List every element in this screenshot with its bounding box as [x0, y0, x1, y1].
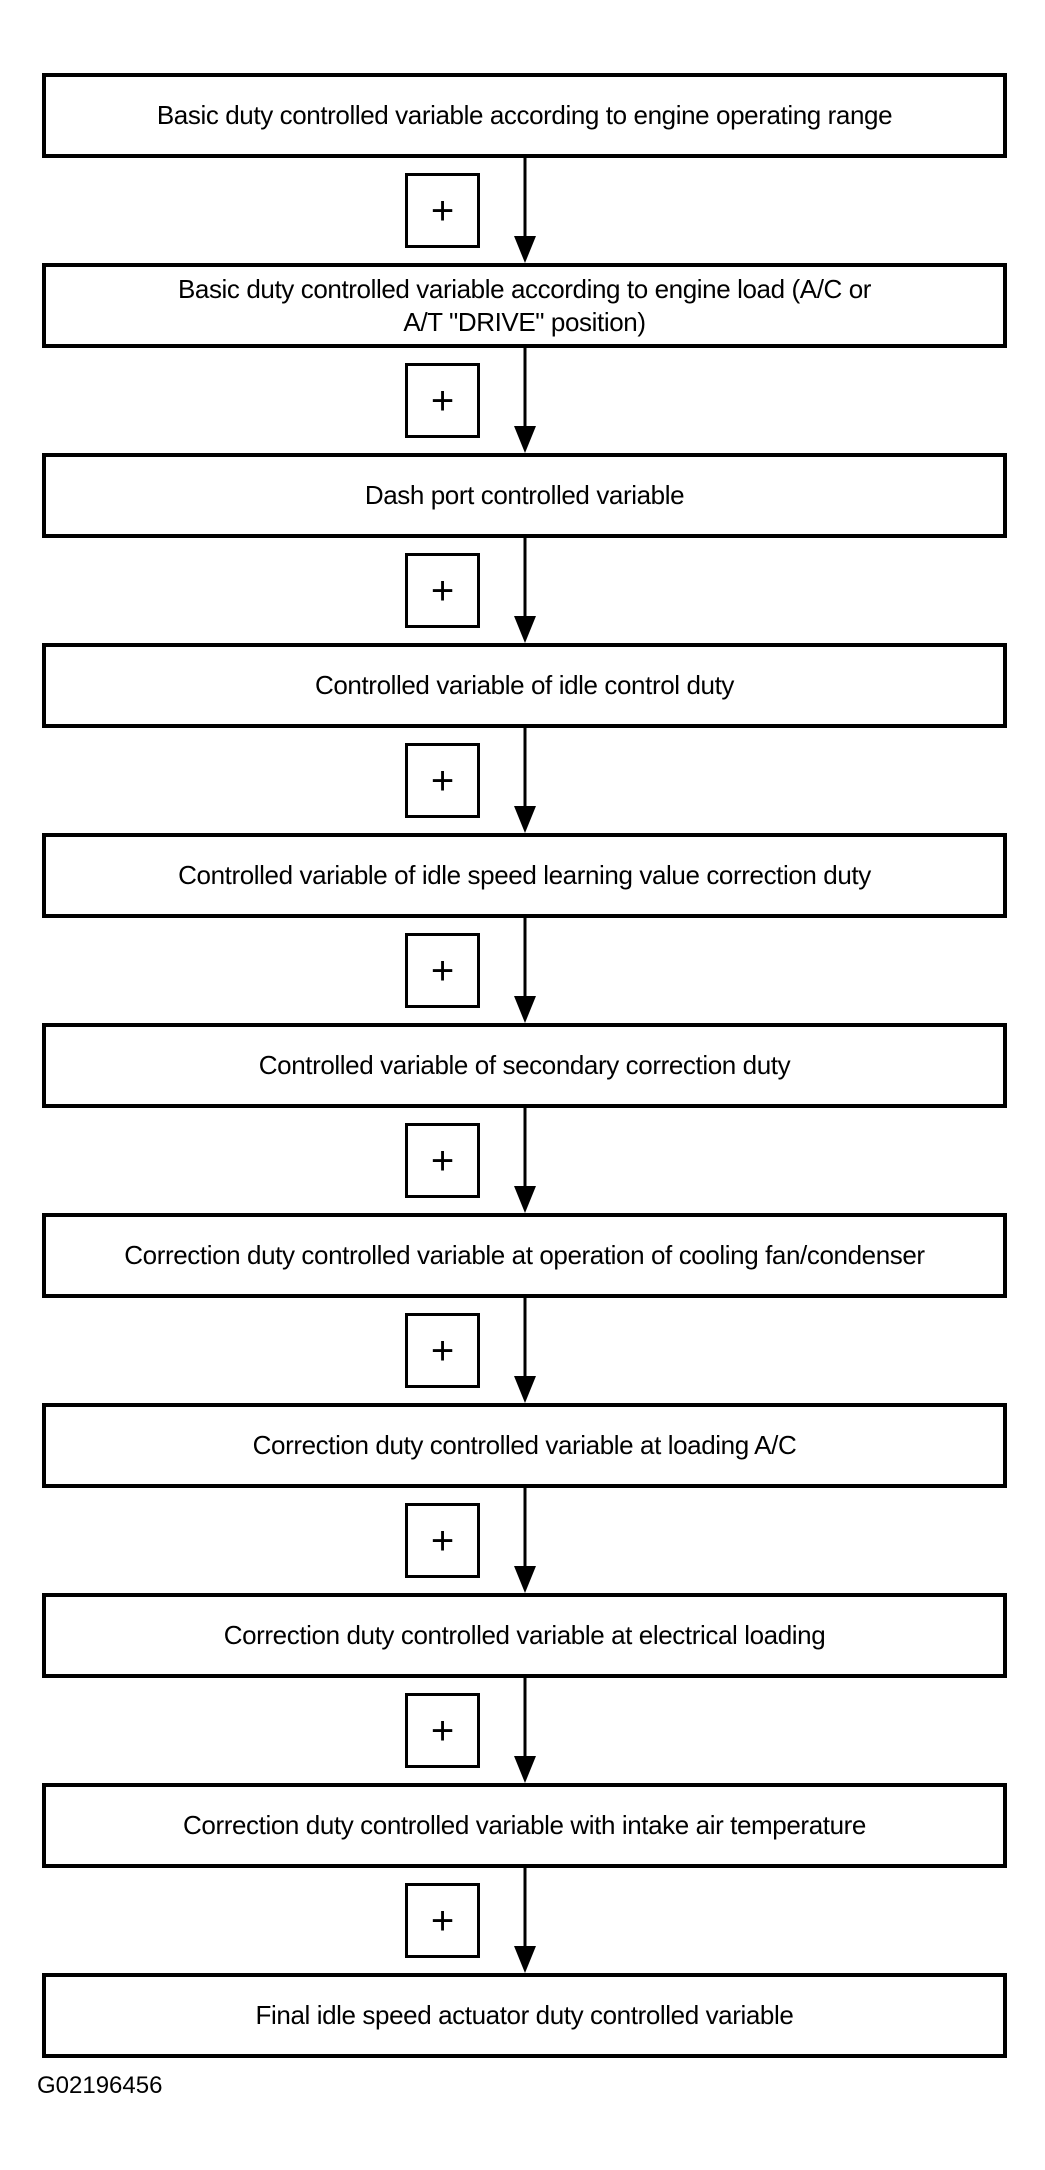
arrow-down-icon — [513, 1488, 537, 1593]
plus-box: + — [405, 1693, 480, 1768]
arrow-line — [523, 918, 526, 999]
connector: + — [42, 728, 1007, 833]
arrow-down-icon — [513, 728, 537, 833]
plus-box: + — [405, 1883, 480, 1958]
flow-step-box: Controlled variable of idle speed learni… — [42, 833, 1007, 918]
plus-box: + — [405, 1313, 480, 1388]
arrow-down-icon — [513, 348, 537, 453]
plus-icon: + — [430, 378, 455, 423]
flow-step-box: Correction duty controlled variable at e… — [42, 1593, 1007, 1678]
arrow-down-icon — [513, 918, 537, 1023]
arrow-line — [523, 1108, 526, 1189]
arrow-down-icon — [513, 1108, 537, 1213]
arrow-head — [513, 236, 536, 263]
plus-box: + — [405, 1503, 480, 1578]
arrow-down-icon — [513, 1868, 537, 1973]
plus-icon: + — [430, 1328, 455, 1373]
plus-icon: + — [430, 948, 455, 993]
arrow-down-icon — [513, 1678, 537, 1783]
arrow-head — [513, 1946, 536, 1973]
arrow-line — [523, 1298, 526, 1379]
arrow-head — [513, 1376, 536, 1403]
arrow-head — [513, 1566, 536, 1593]
arrow-line — [523, 1488, 526, 1569]
flow-step-box: Correction duty controlled variable with… — [42, 1783, 1007, 1868]
flow-step-box: Dash port controlled variable — [42, 453, 1007, 538]
arrow-line — [523, 1868, 526, 1949]
connector: + — [42, 1488, 1007, 1593]
arrow-head — [513, 1186, 536, 1213]
plus-icon: + — [430, 758, 455, 803]
arrow-line — [523, 348, 526, 429]
connector: + — [42, 918, 1007, 1023]
plus-box: + — [405, 1123, 480, 1198]
plus-icon: + — [430, 1898, 455, 1943]
plus-icon: + — [430, 568, 455, 613]
connector: + — [42, 1678, 1007, 1783]
plus-box: + — [405, 743, 480, 818]
plus-box: + — [405, 553, 480, 628]
arrow-head — [513, 1756, 536, 1783]
flow-step-box: Correction duty controlled variable at l… — [42, 1403, 1007, 1488]
arrow-down-icon — [513, 158, 537, 263]
flow-step-box: Correction duty controlled variable at o… — [42, 1213, 1007, 1298]
connector: + — [42, 158, 1007, 263]
flowchart: Basic duty controlled variable according… — [42, 73, 1007, 2058]
plus-icon: + — [430, 1518, 455, 1563]
arrow-line — [523, 538, 526, 619]
connector: + — [42, 538, 1007, 643]
connector: + — [42, 1298, 1007, 1403]
figure-id-label: G02196456 — [37, 2072, 163, 2099]
plus-icon: + — [430, 1708, 455, 1753]
arrow-head — [513, 996, 536, 1023]
arrow-line — [523, 1678, 526, 1759]
arrow-down-icon — [513, 1298, 537, 1403]
flow-step-box: Controlled variable of idle control duty — [42, 643, 1007, 728]
arrow-head — [513, 426, 536, 453]
plus-box: + — [405, 363, 480, 438]
arrow-head — [513, 616, 536, 643]
flow-step-box: Basic duty controlled variable according… — [42, 263, 1007, 348]
connector: + — [42, 348, 1007, 453]
arrow-line — [523, 158, 526, 239]
arrow-line — [523, 728, 526, 809]
flow-step-box: Controlled variable of secondary correct… — [42, 1023, 1007, 1108]
flow-step-box: Final idle speed actuator duty controlle… — [42, 1973, 1007, 2058]
flow-step-box: Basic duty controlled variable according… — [42, 73, 1007, 158]
connector: + — [42, 1868, 1007, 1973]
arrow-head — [513, 806, 536, 833]
arrow-down-icon — [513, 538, 537, 643]
plus-icon: + — [430, 188, 455, 233]
plus-box: + — [405, 933, 480, 1008]
connector: + — [42, 1108, 1007, 1213]
plus-icon: + — [430, 1138, 455, 1183]
plus-box: + — [405, 173, 480, 248]
